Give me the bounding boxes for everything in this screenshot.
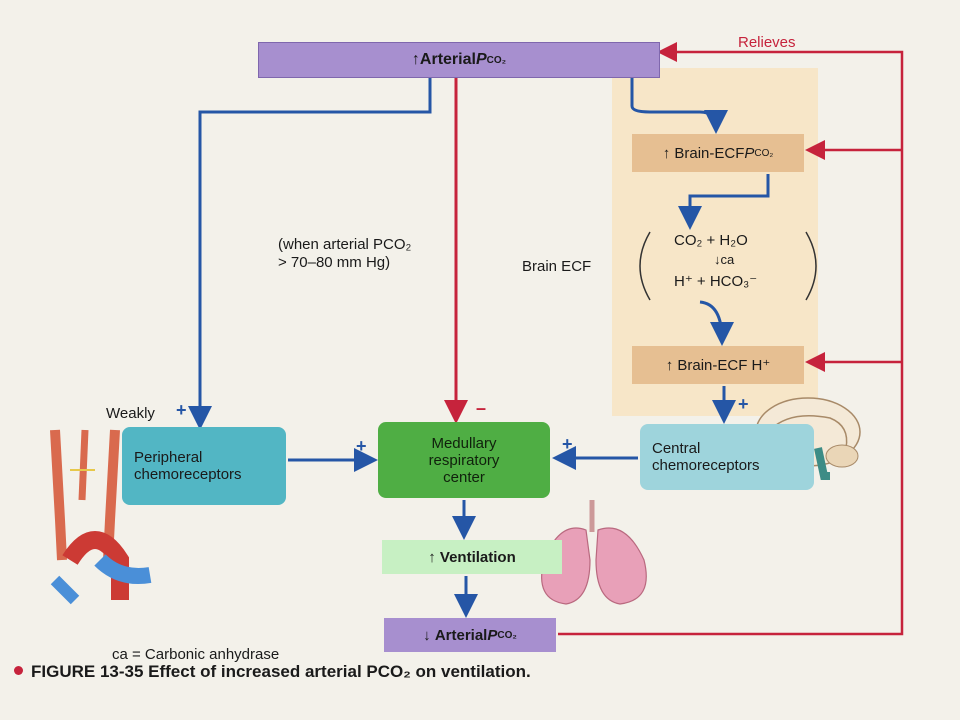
medullary-respiratory-center-box: Medullary respiratory center (378, 422, 550, 498)
sign-central-to-medullary: + (562, 434, 573, 454)
sign-peripheral-input: + (176, 400, 187, 420)
ventilation-label: Ventilation (439, 548, 516, 566)
arrow-arterial-to-brain-ecf (630, 78, 728, 134)
brain-ecf-h-label: Brain-ECF H⁺ (677, 357, 771, 374)
carotid-aortic-bodies-illustration (50, 429, 152, 605)
sign-peripheral-to-medullary: + (356, 436, 367, 456)
arrow-reaction-to-h (699, 300, 734, 346)
sign-h-to-central: + (738, 394, 749, 414)
medullary-line3: center (443, 468, 485, 486)
medullary-line1: Medullary (431, 434, 497, 452)
arterial-decrease-p: P (487, 626, 498, 644)
reaction-enzyme: ↓ca (714, 252, 735, 267)
ventilation-arrow: ↑ (428, 548, 436, 566)
caption-text: FIGURE 13-35 Effect of increased arteria… (31, 662, 531, 681)
arterial-decrease-sub: CO₂ (497, 629, 517, 641)
arterial-increase-sub: CO₂ (486, 54, 507, 66)
figure-caption: FIGURE 13-35 Effect of increased arteria… (14, 662, 531, 682)
brain-ecf-label: Brain ECF (522, 258, 592, 275)
central-line1: Central (652, 440, 701, 457)
reaction-line2: H⁺ + HCO₃⁻ (674, 273, 758, 290)
brain-ecf-pco2-p: P (744, 144, 755, 162)
peripheral-line1: Peripheral (134, 449, 203, 466)
reaction-right-paren (805, 231, 817, 301)
arterial-decrease-arrow: ↓ (423, 626, 431, 644)
arterial-increase-arrow: ↑ (411, 51, 420, 68)
brain-ecf-pco2-label: Brain-ECF (674, 144, 745, 162)
arterial-increase-label: Arterial (419, 51, 476, 68)
sign-medullary-inhibit: – (476, 398, 487, 418)
weakly-label: Weakly (106, 405, 155, 422)
ventilation-box: ↑ Ventilation (382, 540, 562, 574)
arrow-brain-ecf-to-reaction (678, 174, 770, 230)
relieves-label: Relieves (738, 34, 796, 51)
peripheral-chemoreceptors-box: Peripheral chemoreceptors (122, 427, 286, 505)
brain-ecf-pco2-sub: CO₂ (754, 147, 774, 159)
arterial-decrease-label: Arterial (434, 626, 488, 644)
brain-ecf-pco2-arrow: ↑ (662, 144, 671, 162)
reaction-line1: CO₂ + H₂O (674, 232, 748, 249)
central-line2: chemoreceptors (652, 457, 760, 474)
brain-ecf-h-box: ↑ Brain-ECF H⁺ (632, 346, 804, 384)
arrow-arterial-to-peripheral (188, 78, 432, 430)
legend-text: ca = Carbonic anhydrase (112, 646, 280, 663)
medullary-line2: respiratory (428, 451, 500, 469)
reaction-left-paren (639, 231, 651, 301)
arrow-relieves-loop (558, 42, 904, 636)
condition-line2: > 70–80 mm Hg) (278, 254, 391, 271)
caption-bullet-icon (14, 666, 23, 675)
brain-ecf-h-arrow: ↑ (665, 356, 674, 374)
peripheral-line2: chemoreceptors (134, 466, 242, 483)
central-chemoreceptors-box: Central chemoreceptors (640, 424, 814, 490)
condition-line1: (when arterial PCO₂ (278, 236, 412, 253)
arterial-increase-p: P (475, 51, 487, 68)
